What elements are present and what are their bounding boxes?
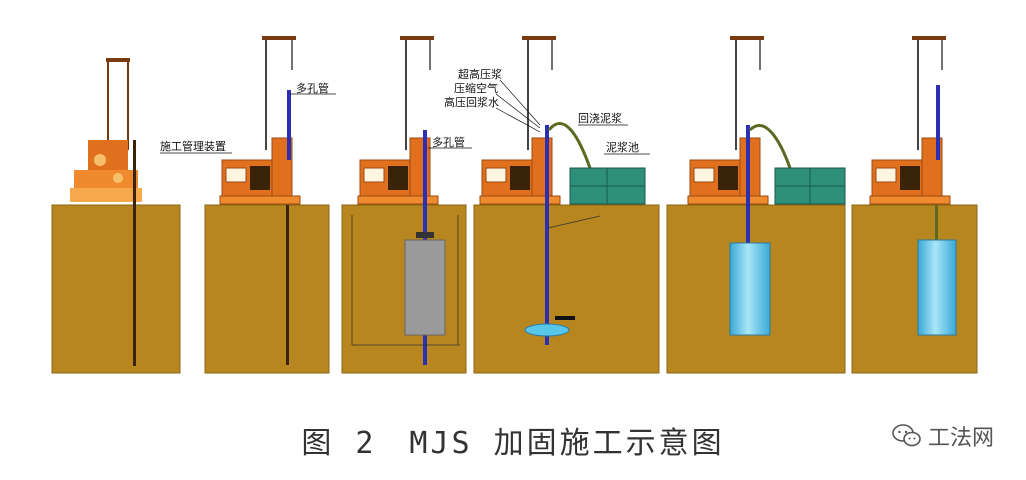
stage-4-mjs-machine xyxy=(479,36,646,345)
soil-blocks xyxy=(51,204,978,374)
watermark: 工法网 xyxy=(892,420,994,452)
stage-3-mjs-machine xyxy=(351,36,460,365)
stage-6-column xyxy=(917,239,957,336)
stage-1-borehole xyxy=(133,140,136,366)
diagram-labels: 施工管理装置 多孔管 多孔管 超高压浆 压缩空气 高压回浆水 回浇泥浆 泥浆池 xyxy=(160,67,650,155)
stage-6-multi-pipe xyxy=(936,85,940,160)
stage-2-multi-pipe xyxy=(287,90,291,160)
label-multi-pipe-2: 多孔管 xyxy=(432,135,465,149)
label-compressed-air: 压缩空气 xyxy=(454,81,498,95)
stage-5-multi-pipe xyxy=(746,125,750,245)
stage-5-mjs-machine xyxy=(687,36,846,336)
label-multi-pipe-1: 多孔管 xyxy=(296,81,329,95)
soil-block-4 xyxy=(473,204,660,374)
label-slurry-pond: 泥浆池 xyxy=(606,140,639,154)
stage-2-borehole xyxy=(286,205,289,365)
watermark-text: 工法网 xyxy=(927,426,994,451)
soil-block-6 xyxy=(851,204,978,374)
stage-4-jet-disc xyxy=(524,323,570,337)
label-return-slurry: 回浇泥浆 xyxy=(578,111,622,125)
stage-1-drilling-rig xyxy=(70,58,142,366)
label-pipe-device: 施工管理装置 xyxy=(160,139,226,153)
stage-4-hose xyxy=(547,122,592,169)
label-high-pressure-water: 高压回浆水 xyxy=(444,95,499,109)
soil-block-2 xyxy=(204,204,330,374)
label-ultra-high-pressure: 超高压浆 xyxy=(458,67,502,81)
stage-4-multi-pipe xyxy=(545,125,549,345)
stage-2-mjs-machine xyxy=(219,36,301,365)
stage-3-gray-block xyxy=(404,239,446,336)
figure-caption: 图 2 MJS 加固施工示意图 xyxy=(301,426,725,461)
stage-6-mjs-machine xyxy=(869,36,957,336)
wechat-icon xyxy=(892,424,921,447)
stage-5-column xyxy=(729,242,771,336)
soil-block-1 xyxy=(51,204,181,374)
soil-block-3 xyxy=(341,204,467,374)
stage-5-hose xyxy=(748,124,792,169)
